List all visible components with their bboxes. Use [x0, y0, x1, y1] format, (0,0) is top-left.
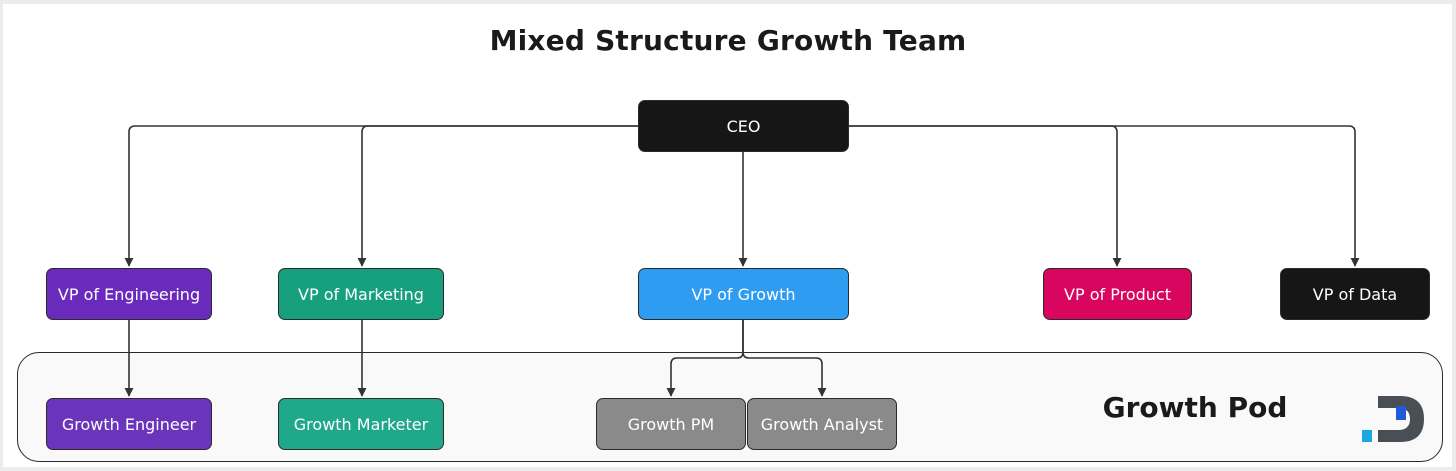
node-vp-marketing[interactable]: VP of Marketing — [278, 268, 444, 320]
node-ceo[interactable]: CEO — [638, 100, 849, 152]
growth-pod-label: Growth Pod — [1102, 391, 1288, 424]
node-vp-engineering[interactable]: VP of Engineering — [46, 268, 212, 320]
node-vp-product[interactable]: VP of Product — [1043, 268, 1192, 320]
node-growth-analyst[interactable]: Growth Analyst — [747, 398, 897, 450]
node-vp-data[interactable]: VP of Data — [1280, 268, 1430, 320]
diagram-title: Mixed Structure Growth Team — [489, 24, 967, 57]
node-growth-engineer[interactable]: Growth Engineer — [46, 398, 212, 450]
node-growth-pm[interactable]: Growth PM — [596, 398, 746, 450]
node-vp-growth[interactable]: VP of Growth — [638, 268, 849, 320]
brand-d-icon — [1362, 396, 1424, 442]
node-growth-marketer[interactable]: Growth Marketer — [278, 398, 444, 450]
